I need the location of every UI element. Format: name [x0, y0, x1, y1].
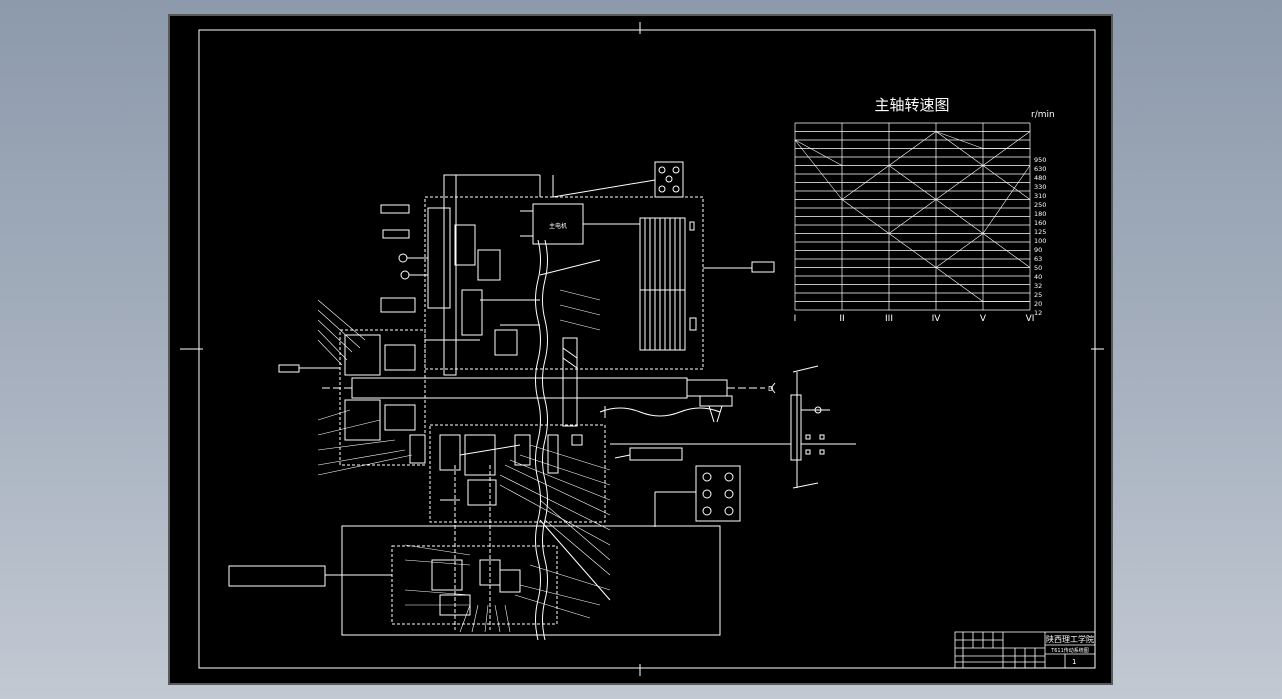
- speed-label: 950: [1034, 156, 1046, 164]
- speed-label: 12: [1034, 309, 1042, 317]
- speed-ray: [982, 165, 1031, 234]
- speed-rays: [794, 131, 1031, 302]
- feed-box: [429, 424, 606, 523]
- drawing-name: T611传动系统图: [1050, 647, 1089, 654]
- speed-ray: [935, 131, 984, 149]
- speed-label: 310: [1034, 192, 1046, 200]
- speed-ray: [935, 199, 984, 234]
- shaft-label: IV: [932, 314, 942, 324]
- speed-chart: 主轴转速图 r/min 950 630 480 330 310 250 180 …: [794, 96, 1055, 324]
- speed-ray: [935, 233, 984, 268]
- speed-ray: [841, 165, 890, 200]
- speed-ray: [935, 165, 984, 200]
- speed-label: 480: [1034, 174, 1046, 182]
- speed-label: 180: [1034, 210, 1046, 218]
- shaft-label: III: [885, 314, 893, 324]
- spindle-gear: [562, 337, 578, 427]
- speed-label: 20: [1034, 300, 1042, 308]
- speed-ray: [982, 233, 1031, 268]
- speed-ray: [888, 131, 937, 166]
- speed-label: 63: [1034, 255, 1042, 263]
- speed-ray: [888, 199, 937, 234]
- title-block: [954, 631, 1096, 669]
- spindle-end-label: D: [768, 385, 773, 393]
- shaft-label: I: [794, 314, 797, 324]
- shaft-label: V: [980, 314, 987, 324]
- gear-stack-lower: [639, 289, 686, 351]
- speed-label: 32: [1034, 282, 1042, 290]
- sheet-number: 1: [1072, 658, 1076, 666]
- transmission-schematic: D: [228, 161, 856, 641]
- connector-block-bottom: [695, 465, 741, 522]
- speed-ray: [841, 199, 890, 234]
- speed-ray: [794, 139, 843, 200]
- speed-ray: [982, 131, 1031, 166]
- speed-ray: [794, 139, 843, 166]
- speed-label: 25: [1034, 291, 1042, 299]
- speed-ray: [888, 165, 937, 200]
- shaft-label: VI: [1026, 314, 1035, 324]
- shaft-label: II: [839, 314, 844, 324]
- speed-ray: [935, 131, 984, 166]
- speed-label: 250: [1034, 201, 1046, 209]
- speed-grid: [794, 122, 1031, 311]
- speed-label: 90: [1034, 246, 1042, 254]
- speed-label: 40: [1034, 273, 1042, 281]
- speed-label: 330: [1034, 183, 1046, 191]
- speed-label: 50: [1034, 264, 1042, 272]
- speed-ray: [888, 233, 937, 268]
- motor-label: 主电机: [549, 222, 567, 230]
- gear-stack-upper: [639, 217, 686, 291]
- speed-label: 100: [1034, 237, 1046, 245]
- school-name: 陕西理工学院: [1046, 634, 1094, 644]
- speed-label: 630: [1034, 165, 1046, 173]
- centering-marks: [180, 22, 1104, 676]
- speed-ray: [982, 165, 1031, 200]
- speed-ray: [935, 267, 984, 302]
- speed-label: 160: [1034, 219, 1046, 227]
- leader-lines: [317, 289, 611, 633]
- speed-label: 125: [1034, 228, 1046, 236]
- speed-unit-label: r/min: [1031, 110, 1055, 120]
- speed-chart-title: 主轴转速图: [874, 96, 949, 114]
- lower-feed-box: [341, 525, 721, 636]
- connector-block-top: [654, 161, 684, 198]
